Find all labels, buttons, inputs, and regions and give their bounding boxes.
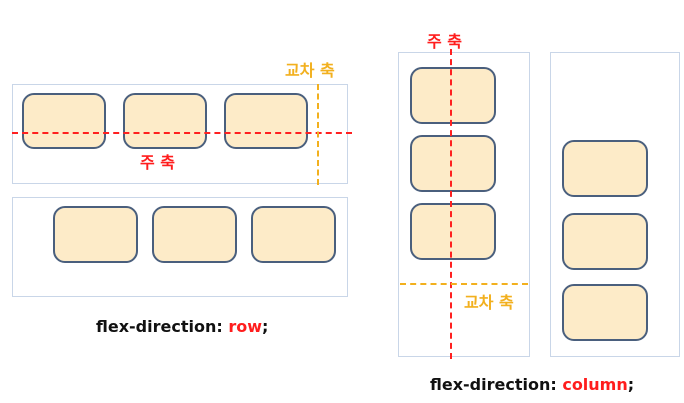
row-item-1 bbox=[22, 93, 106, 149]
column-item-2 bbox=[410, 135, 496, 192]
row-bottom-item-1 bbox=[53, 206, 138, 263]
row-main-axis-label: 주 축 bbox=[140, 153, 176, 172]
column-main-axis-line bbox=[450, 49, 452, 359]
row-caption-prefix: flex-direction: bbox=[96, 317, 229, 336]
row-item-2 bbox=[123, 93, 207, 149]
column-right-item-3 bbox=[562, 284, 648, 341]
row-item-3 bbox=[224, 93, 308, 149]
row-caption: flex-direction: row; bbox=[96, 317, 268, 336]
row-caption-suffix: ; bbox=[262, 317, 269, 336]
column-caption: flex-direction: column; bbox=[430, 375, 634, 394]
row-caption-value: row bbox=[228, 317, 262, 336]
column-right-item-1 bbox=[562, 140, 648, 197]
row-main-axis-line bbox=[12, 132, 352, 134]
row-cross-axis-label: 교차 축 bbox=[285, 61, 335, 80]
column-item-1 bbox=[410, 67, 496, 124]
column-cross-axis-label: 교차 축 bbox=[464, 293, 514, 312]
column-caption-prefix: flex-direction: bbox=[430, 375, 563, 394]
row-cross-axis-line bbox=[317, 84, 319, 185]
column-right-item-2 bbox=[562, 213, 648, 270]
column-caption-value: column bbox=[562, 375, 628, 394]
row-bottom-item-3 bbox=[251, 206, 336, 263]
column-main-axis-label: 주 축 bbox=[427, 32, 463, 51]
column-cross-axis-line bbox=[400, 283, 528, 285]
row-bottom-item-2 bbox=[152, 206, 237, 263]
column-caption-suffix: ; bbox=[627, 375, 635, 394]
column-item-3 bbox=[410, 203, 496, 260]
